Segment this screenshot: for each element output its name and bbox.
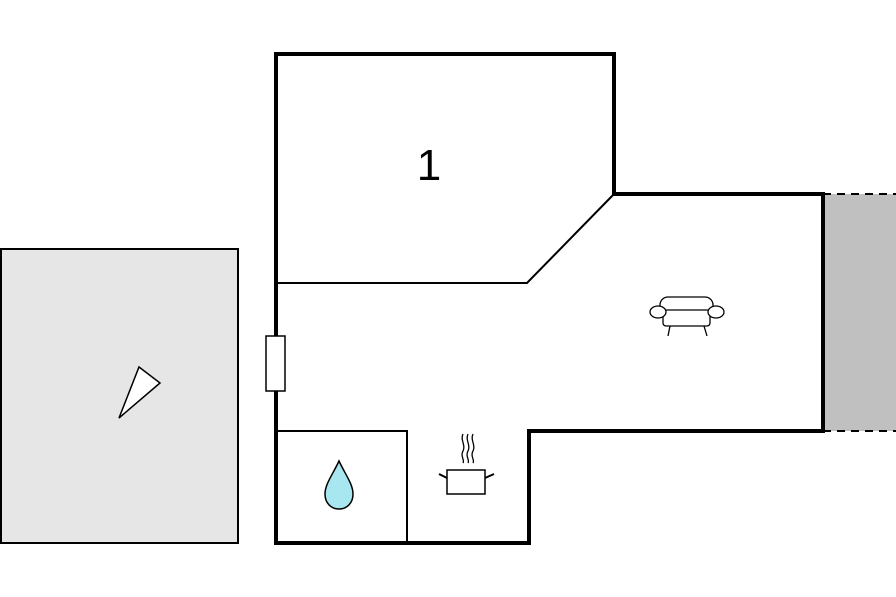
- bedroom-wall: [276, 193, 615, 284]
- house-outline: [274, 52, 825, 545]
- cooking-pot-icon: [438, 433, 495, 495]
- compass-arrow-icon: [118, 365, 162, 419]
- room-label-1: 1: [417, 141, 441, 190]
- bathroom-wall: [276, 430, 408, 543]
- terrace-area: [823, 193, 896, 432]
- garden-area: [0, 248, 239, 544]
- water-drop-icon: [324, 459, 354, 510]
- sofa-icon: [649, 296, 725, 337]
- entrance-door: [265, 335, 286, 392]
